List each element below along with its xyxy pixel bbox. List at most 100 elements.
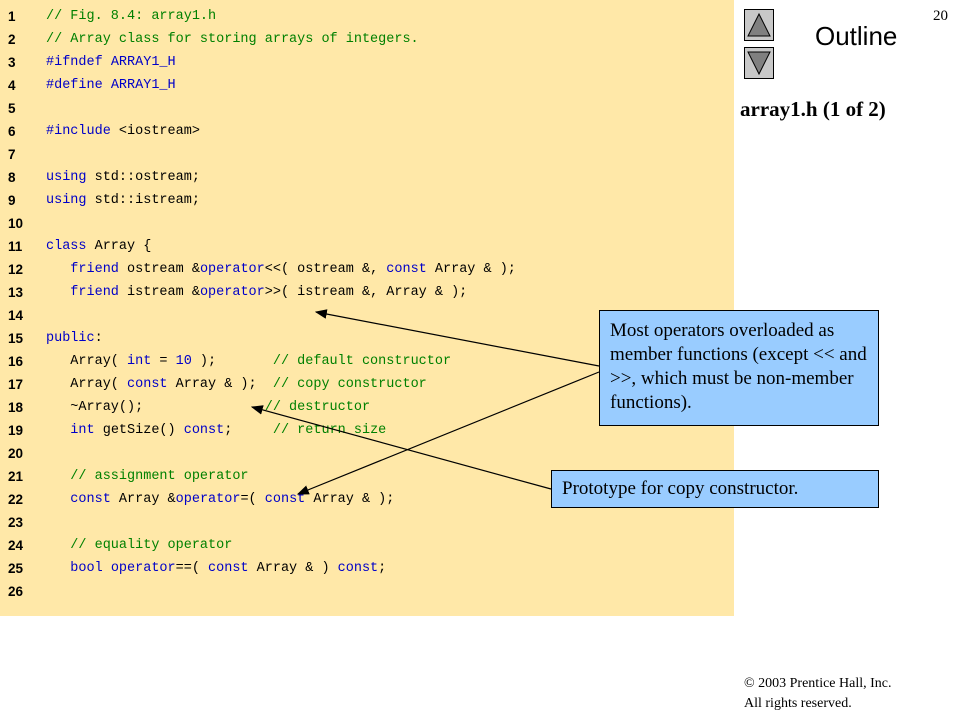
code-token: int — [127, 354, 160, 369]
code-token: =( — [240, 492, 265, 507]
copyright-line: © 2003 Prentice Hall, Inc. — [744, 676, 892, 691]
code-token: operator — [110, 561, 176, 576]
code-text: #ifndef ARRAY1_H — [46, 53, 176, 73]
line-number: 21 — [8, 469, 24, 484]
code-token: 10 — [175, 354, 192, 369]
line-number: 11 — [8, 239, 23, 254]
code-line: 24 // equality operator — [0, 536, 734, 556]
code-token: ~Array(); — [46, 400, 265, 415]
code-token: istream & — [127, 285, 200, 300]
code-token: ; — [224, 423, 273, 438]
code-token: // Fig. 8.4: array1.h — [46, 9, 217, 24]
line-number: 1 — [8, 9, 16, 24]
code-text: Array( const Array & ); // copy construc… — [46, 375, 427, 395]
code-token: // equality operator — [46, 538, 233, 553]
rights-line: All rights reserved. — [744, 696, 852, 711]
code-line: 5 — [0, 99, 734, 119]
code-token: bool — [46, 561, 111, 576]
code-line: 20 — [0, 444, 734, 464]
code-text: using std::ostream; — [46, 168, 200, 188]
code-token: Array( — [46, 354, 128, 369]
code-token: const — [264, 492, 314, 507]
copy-constructor-callout: Prototype for copy constructor. — [551, 470, 879, 508]
line-number: 20 — [8, 446, 24, 461]
code-token: #include — [46, 124, 119, 139]
arrow-to-assignment-operator — [296, 371, 600, 495]
arrow-to-copy-constructor — [250, 405, 552, 490]
code-text: #include <iostream> — [46, 122, 200, 142]
line-number: 7 — [8, 147, 16, 162]
line-number: 15 — [8, 331, 24, 346]
code-token: Array & ); — [434, 262, 516, 277]
line-number: 22 — [8, 492, 24, 507]
line-number: 25 — [8, 561, 24, 576]
code-line: 17 Array( const Array & ); // copy const… — [0, 375, 734, 395]
outline-title: Outline — [815, 21, 898, 51]
code-line: 14 — [0, 306, 734, 326]
code-line: 21 // assignment operator — [0, 467, 734, 487]
code-line: 10 — [0, 214, 734, 234]
code-text: // Fig. 8.4: array1.h — [46, 7, 216, 27]
code-line: 3#ifndef ARRAY1_H — [0, 53, 734, 73]
code-token: // default constructor — [272, 354, 452, 369]
slide-title: array1.h (1 of 2) — [740, 97, 886, 121]
code-token: // copy constructor — [272, 377, 427, 392]
code-line: 23 — [0, 513, 734, 533]
page-number: 20 — [933, 8, 948, 24]
previous-slide-button[interactable] — [744, 9, 774, 41]
code-token: public — [46, 331, 95, 346]
line-number: 17 — [8, 377, 24, 392]
code-line: 13 friend istream &operator>>( istream &… — [0, 283, 734, 303]
operators-callout: Most operators overloaded as member func… — [599, 310, 879, 426]
code-text: friend ostream &operator<<( ostream &, c… — [46, 260, 516, 280]
code-text: #define ARRAY1_H — [46, 76, 176, 96]
code-token: <<( ostream &, — [264, 262, 387, 277]
code-token: #define — [46, 78, 111, 93]
arrow-to-extraction-operator — [314, 309, 600, 367]
code-token: Array & ); — [313, 492, 395, 507]
code-line: 26 — [0, 582, 734, 602]
code-token: Array( — [46, 377, 128, 392]
line-number: 26 — [8, 584, 24, 599]
code-token: operator — [199, 262, 265, 277]
code-line: 1 // Fig. 8.4: array1.h — [0, 7, 734, 27]
line-number: 4 — [8, 78, 16, 93]
code-text: using std::istream; — [46, 191, 200, 211]
code-line: 19 int getSize() const; // return size — [0, 421, 734, 441]
line-number: 10 — [8, 216, 24, 231]
next-slide-button[interactable] — [744, 47, 774, 79]
line-number: 16 — [8, 354, 24, 369]
line-number: 2 — [8, 32, 16, 47]
code-line: 18 ~Array(); // destructor — [0, 398, 734, 418]
code-line: 2// Array class for storing arrays of in… — [0, 30, 734, 50]
code-line: 12 friend ostream &operator<<( ostream &… — [0, 260, 734, 280]
code-text: public: — [46, 329, 103, 349]
code-token: const — [183, 423, 225, 438]
code-token: const — [337, 561, 379, 576]
code-token: ARRAY1_H — [110, 78, 176, 93]
line-number: 5 — [8, 101, 16, 116]
code-text: int getSize() const; // return size — [46, 421, 386, 441]
code-line: 22 const Array &operator=( const Array &… — [0, 490, 734, 510]
line-number: 13 — [8, 285, 24, 300]
code-token: ARRAY1_H — [110, 55, 176, 70]
line-number: 19 — [8, 423, 24, 438]
code-token: Array & — [118, 492, 176, 507]
code-token: const — [386, 262, 435, 277]
code-token: operator — [175, 492, 241, 507]
code-token: = — [159, 354, 176, 369]
code-token: ==( — [175, 561, 209, 576]
line-number: 6 — [8, 124, 16, 139]
code-line: 15 public: — [0, 329, 734, 349]
line-number: 24 — [8, 538, 24, 553]
code-text: const Array &operator=( const Array & ); — [46, 490, 394, 510]
code-token: ; — [378, 561, 387, 576]
code-token: friend — [46, 262, 128, 277]
code-token: #ifndef — [46, 55, 111, 70]
code-text: bool operator==( const Array & ) const; — [46, 559, 386, 579]
code-line: 7 — [0, 145, 734, 165]
